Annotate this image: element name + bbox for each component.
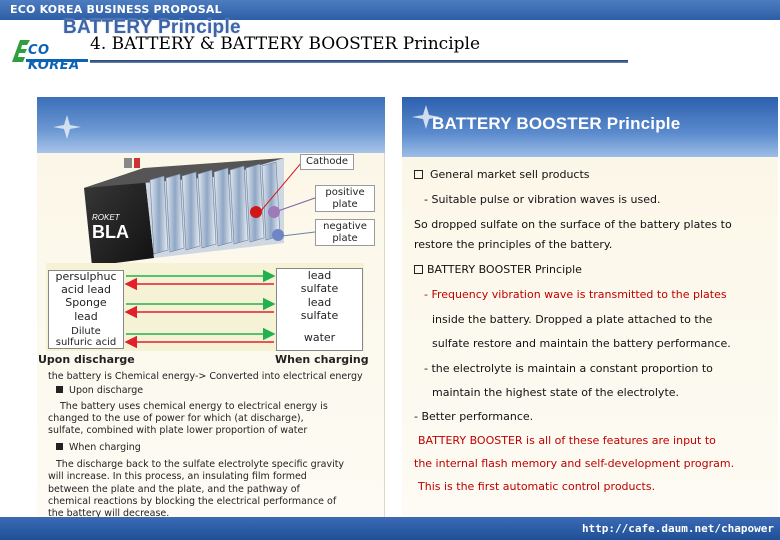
booster-principle-heading: BATTERY BOOSTER Principle: [414, 263, 582, 277]
positive-plate-tag: positive plate: [315, 185, 375, 212]
header-sparkle-icon: [53, 115, 81, 139]
battery-booster-title: BATTERY BOOSTER Principle: [432, 114, 681, 133]
booster-line: the internal flash memory and self-devel…: [414, 457, 735, 470]
booster-line: - the electrolyte is maintain a constant…: [424, 362, 713, 375]
cathode-tag: Cathode: [300, 154, 354, 170]
compound-label: sulfate: [300, 282, 339, 295]
body-line: will increase. In this process, an insul…: [48, 471, 307, 482]
body-line: chemical reactions by blocking the elect…: [48, 496, 337, 507]
body-line: sulfate, combined with plate lower propo…: [48, 425, 308, 436]
when-charging-heading: When charging: [56, 442, 141, 454]
compound-label: lead: [74, 310, 98, 323]
footer-url: http://cafe.daum.net/chapower: [581, 522, 774, 535]
negative-plate-tag: negative plate: [315, 219, 375, 246]
body-line: The battery uses chemical energy to elec…: [60, 401, 328, 412]
bullet-square-icon: [56, 443, 63, 450]
logo-text: CO KOREA: [28, 43, 80, 73]
compound-label: sulfuric acid: [55, 337, 117, 348]
positive-tag-line1: positive: [325, 187, 365, 198]
battery-principle-header: [37, 97, 385, 153]
negative-tag-line1: negative: [323, 221, 367, 232]
battery-booster-header: [402, 97, 778, 157]
compound-label: Dilute: [71, 326, 101, 337]
reaction-arrows: [124, 269, 276, 349]
battery-brand: ROKET: [92, 213, 121, 222]
compound-label: Sponge: [65, 296, 107, 309]
booster-line: restore the principles of the battery.: [414, 238, 613, 251]
discharge-compounds-box: persulphuc acid lead Sponge lead Dilute …: [48, 270, 124, 349]
bullet-square-icon: [56, 386, 63, 393]
compound-label: lead: [307, 269, 332, 282]
compound-label: lead: [307, 296, 332, 309]
checkbox-square-icon: [414, 170, 423, 179]
battery-cutaway-illustration: ROKET BLA: [84, 158, 284, 266]
booster-line: This is the first automatic control prod…: [418, 480, 656, 493]
header-sparkle-icon: [412, 105, 440, 129]
body-line: changed to the use of power for which (a…: [48, 413, 304, 424]
compound-label: water: [303, 331, 336, 344]
booster-line: maintain the highest state of the electr…: [432, 386, 680, 399]
upon-discharge-heading: Upon discharge: [56, 385, 143, 397]
compound-label: sulfate: [300, 309, 339, 322]
negative-dot-icon: [272, 229, 284, 241]
battery-label: BLA: [92, 222, 129, 242]
top-banner: ECO KOREA BUSINESS PROPOSAL: [0, 0, 780, 20]
banner-title: ECO KOREA BUSINESS PROPOSAL: [10, 3, 222, 16]
logo-mark-icon: [12, 40, 88, 62]
body-line: the battery is Chemical energy-> Convert…: [48, 371, 363, 382]
eco-korea-logo: CO KOREA: [10, 38, 90, 73]
negative-tag-line2: plate: [332, 233, 358, 244]
body-line: between the plate and the plate, and the…: [48, 484, 300, 495]
market-products-heading: General market sell products: [414, 168, 590, 182]
upon-discharge-label: Upon discharge: [38, 353, 135, 366]
checkbox-square-icon: [414, 265, 423, 274]
battery-principle-title: BATTERY Principle: [63, 17, 241, 38]
compound-label: acid lead: [61, 283, 111, 296]
booster-line: inside the battery. Dropped a plate atta…: [432, 313, 713, 326]
positive-tag-line2: plate: [332, 199, 358, 210]
charge-compounds-box: lead sulfate lead sulfate water: [276, 268, 363, 351]
booster-line: - Better performance.: [414, 410, 534, 423]
body-line: the battery will decrease.: [48, 508, 170, 519]
body-line: The discharge back to the sulfate electr…: [56, 459, 345, 470]
positive-marker-icon: [268, 206, 280, 218]
when-charging-label: When charging: [275, 353, 369, 366]
battery-booster-panel: [402, 97, 778, 525]
booster-line: sulfate restore and maintain the battery…: [432, 337, 731, 350]
booster-line: - Frequency vibration wave is transmitte…: [424, 288, 727, 301]
booster-line: BATTERY BOOSTER is all of these features…: [418, 434, 716, 447]
positive-dot-icon: [250, 206, 262, 218]
title-underline: [90, 60, 628, 63]
booster-line: - Suitable pulse or vibration waves is u…: [424, 193, 661, 206]
compound-label: persulphuc: [55, 270, 117, 283]
booster-line: So dropped sulfate on the surface of the…: [414, 218, 732, 231]
page-title: 4. BATTERY & BATTERY BOOSTER Principle: [90, 34, 481, 54]
footer-bar: http://cafe.daum.net/chapower: [0, 517, 780, 540]
